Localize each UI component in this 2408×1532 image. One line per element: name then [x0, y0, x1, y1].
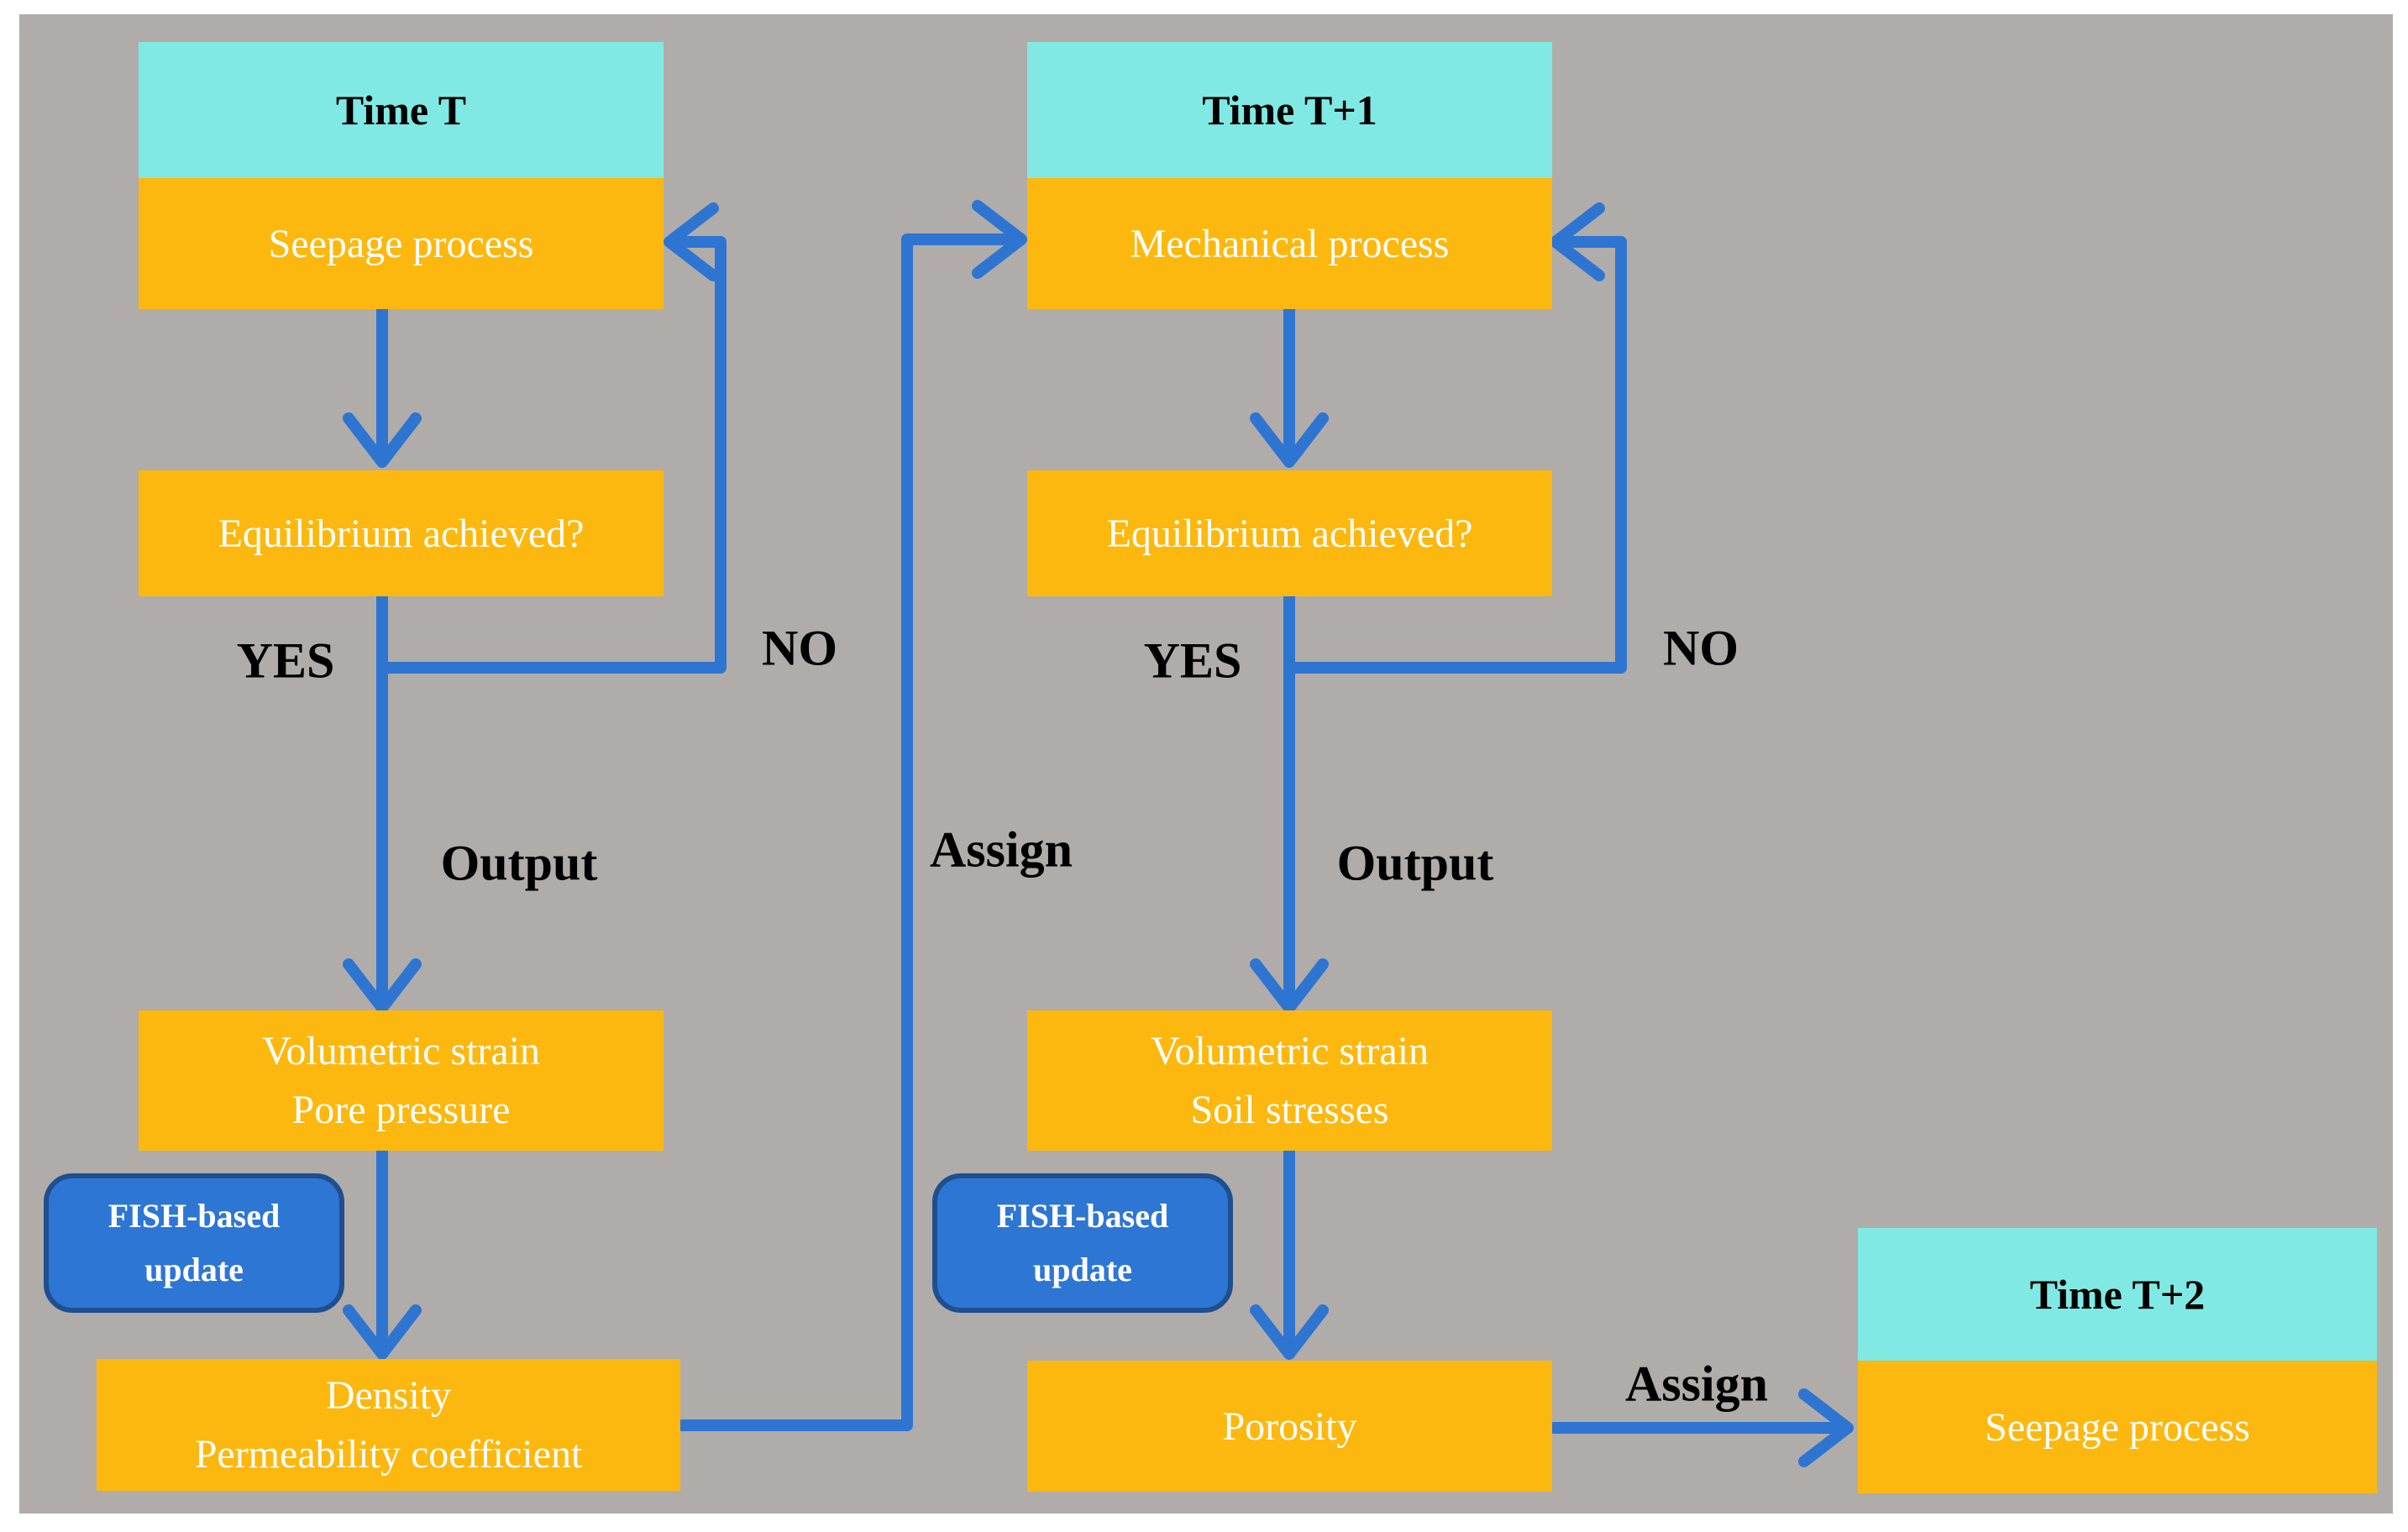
porosity-label: Porosity — [1222, 1403, 1357, 1449]
time-t2-header-label: Time T+2 — [2029, 1271, 2206, 1318]
mechanical-process-box: Mechanical process — [1027, 178, 1552, 309]
fish-update-box-left: FISH-based update — [44, 1173, 344, 1313]
fish-update-line2-left: update — [144, 1251, 244, 1288]
time-t1-header: Time T+1 — [1027, 42, 1552, 178]
no-loop-left — [376, 236, 727, 674]
volumetric-strain-line1-left: Volumetric strain — [261, 1028, 541, 1073]
output-label-middle: Output — [1336, 835, 1494, 891]
time-t-header: Time T — [139, 42, 664, 178]
output-label-left: Output — [440, 835, 598, 891]
volumetric-strain-line2-middle: Soil stresses — [1190, 1087, 1389, 1132]
no-label-middle: NO — [1663, 620, 1739, 676]
arrowhead-output-middle — [1250, 958, 1329, 1014]
no-label-left: NO — [762, 620, 837, 676]
seepage-process-label-right: Seepage process — [1985, 1404, 2250, 1450]
seepage-process-label-left: Seepage process — [268, 221, 534, 266]
assign-line-density-to-mechanical — [676, 233, 1018, 1431]
yes-label-middle: YES — [1143, 632, 1242, 689]
volumetric-strain-box-left: Volumetric strain Pore pressure — [139, 1010, 664, 1151]
arrowhead-no-loop-middle — [1550, 202, 1605, 281]
yes-label-left: YES — [236, 632, 335, 689]
arrowhead-volumetric-to-density-left — [343, 1304, 422, 1360]
equilibrium-decision-label-middle: Equilibrium achieved? — [1106, 511, 1473, 556]
fish-update-line2-middle: update — [1033, 1251, 1132, 1288]
arrowhead-output-left — [343, 958, 422, 1014]
density-line: Density — [325, 1372, 452, 1418]
equilibrium-decision-box-middle: Equilibrium achieved? — [1027, 470, 1552, 596]
fish-update-box-middle: FISH-based update — [932, 1173, 1233, 1313]
volumetric-strain-box-middle: Volumetric strain Soil stresses — [1027, 1010, 1552, 1151]
equilibrium-decision-box-left: Equilibrium achieved? — [139, 470, 664, 596]
permeability-line: Permeability coefficient — [194, 1431, 583, 1477]
fish-update-line1-middle: FISH-based — [996, 1197, 1169, 1235]
assign-label-right: Assign — [1624, 1356, 1769, 1412]
arrowhead-volumetric-to-porosity-middle — [1250, 1304, 1329, 1360]
time-t-header-label: Time T — [335, 87, 467, 134]
arrowhead-mechanical-to-equilibrium-middle — [1250, 412, 1329, 468]
seepage-process-box-right: Seepage process — [1858, 1361, 2377, 1493]
assign-label-tall: Assign — [929, 821, 1073, 878]
time-t1-header-label: Time T+1 — [1202, 87, 1377, 134]
porosity-box: Porosity — [1027, 1361, 1552, 1492]
time-t2-header: Time T+2 — [1858, 1228, 2377, 1361]
seepage-process-box-left: Seepage process — [139, 178, 664, 309]
no-loop-middle — [1283, 236, 1627, 674]
equilibrium-decision-label-left: Equilibrium achieved? — [218, 511, 585, 556]
arrowhead-assign-to-seepage — [1798, 1388, 1854, 1467]
mechanical-process-label: Mechanical process — [1130, 221, 1450, 266]
arrowhead-assign-to-mechanical — [972, 200, 1027, 279]
arrowhead-no-loop-left — [664, 202, 719, 281]
density-permeability-box: Density Permeability coefficient — [97, 1359, 680, 1491]
arrowhead-seepage-to-equilibrium-left — [343, 412, 422, 468]
volumetric-strain-line2-left: Pore pressure — [291, 1087, 511, 1132]
volumetric-strain-line1-middle: Volumetric strain — [1150, 1028, 1430, 1073]
fish-update-line1-left: FISH-based — [108, 1197, 281, 1235]
